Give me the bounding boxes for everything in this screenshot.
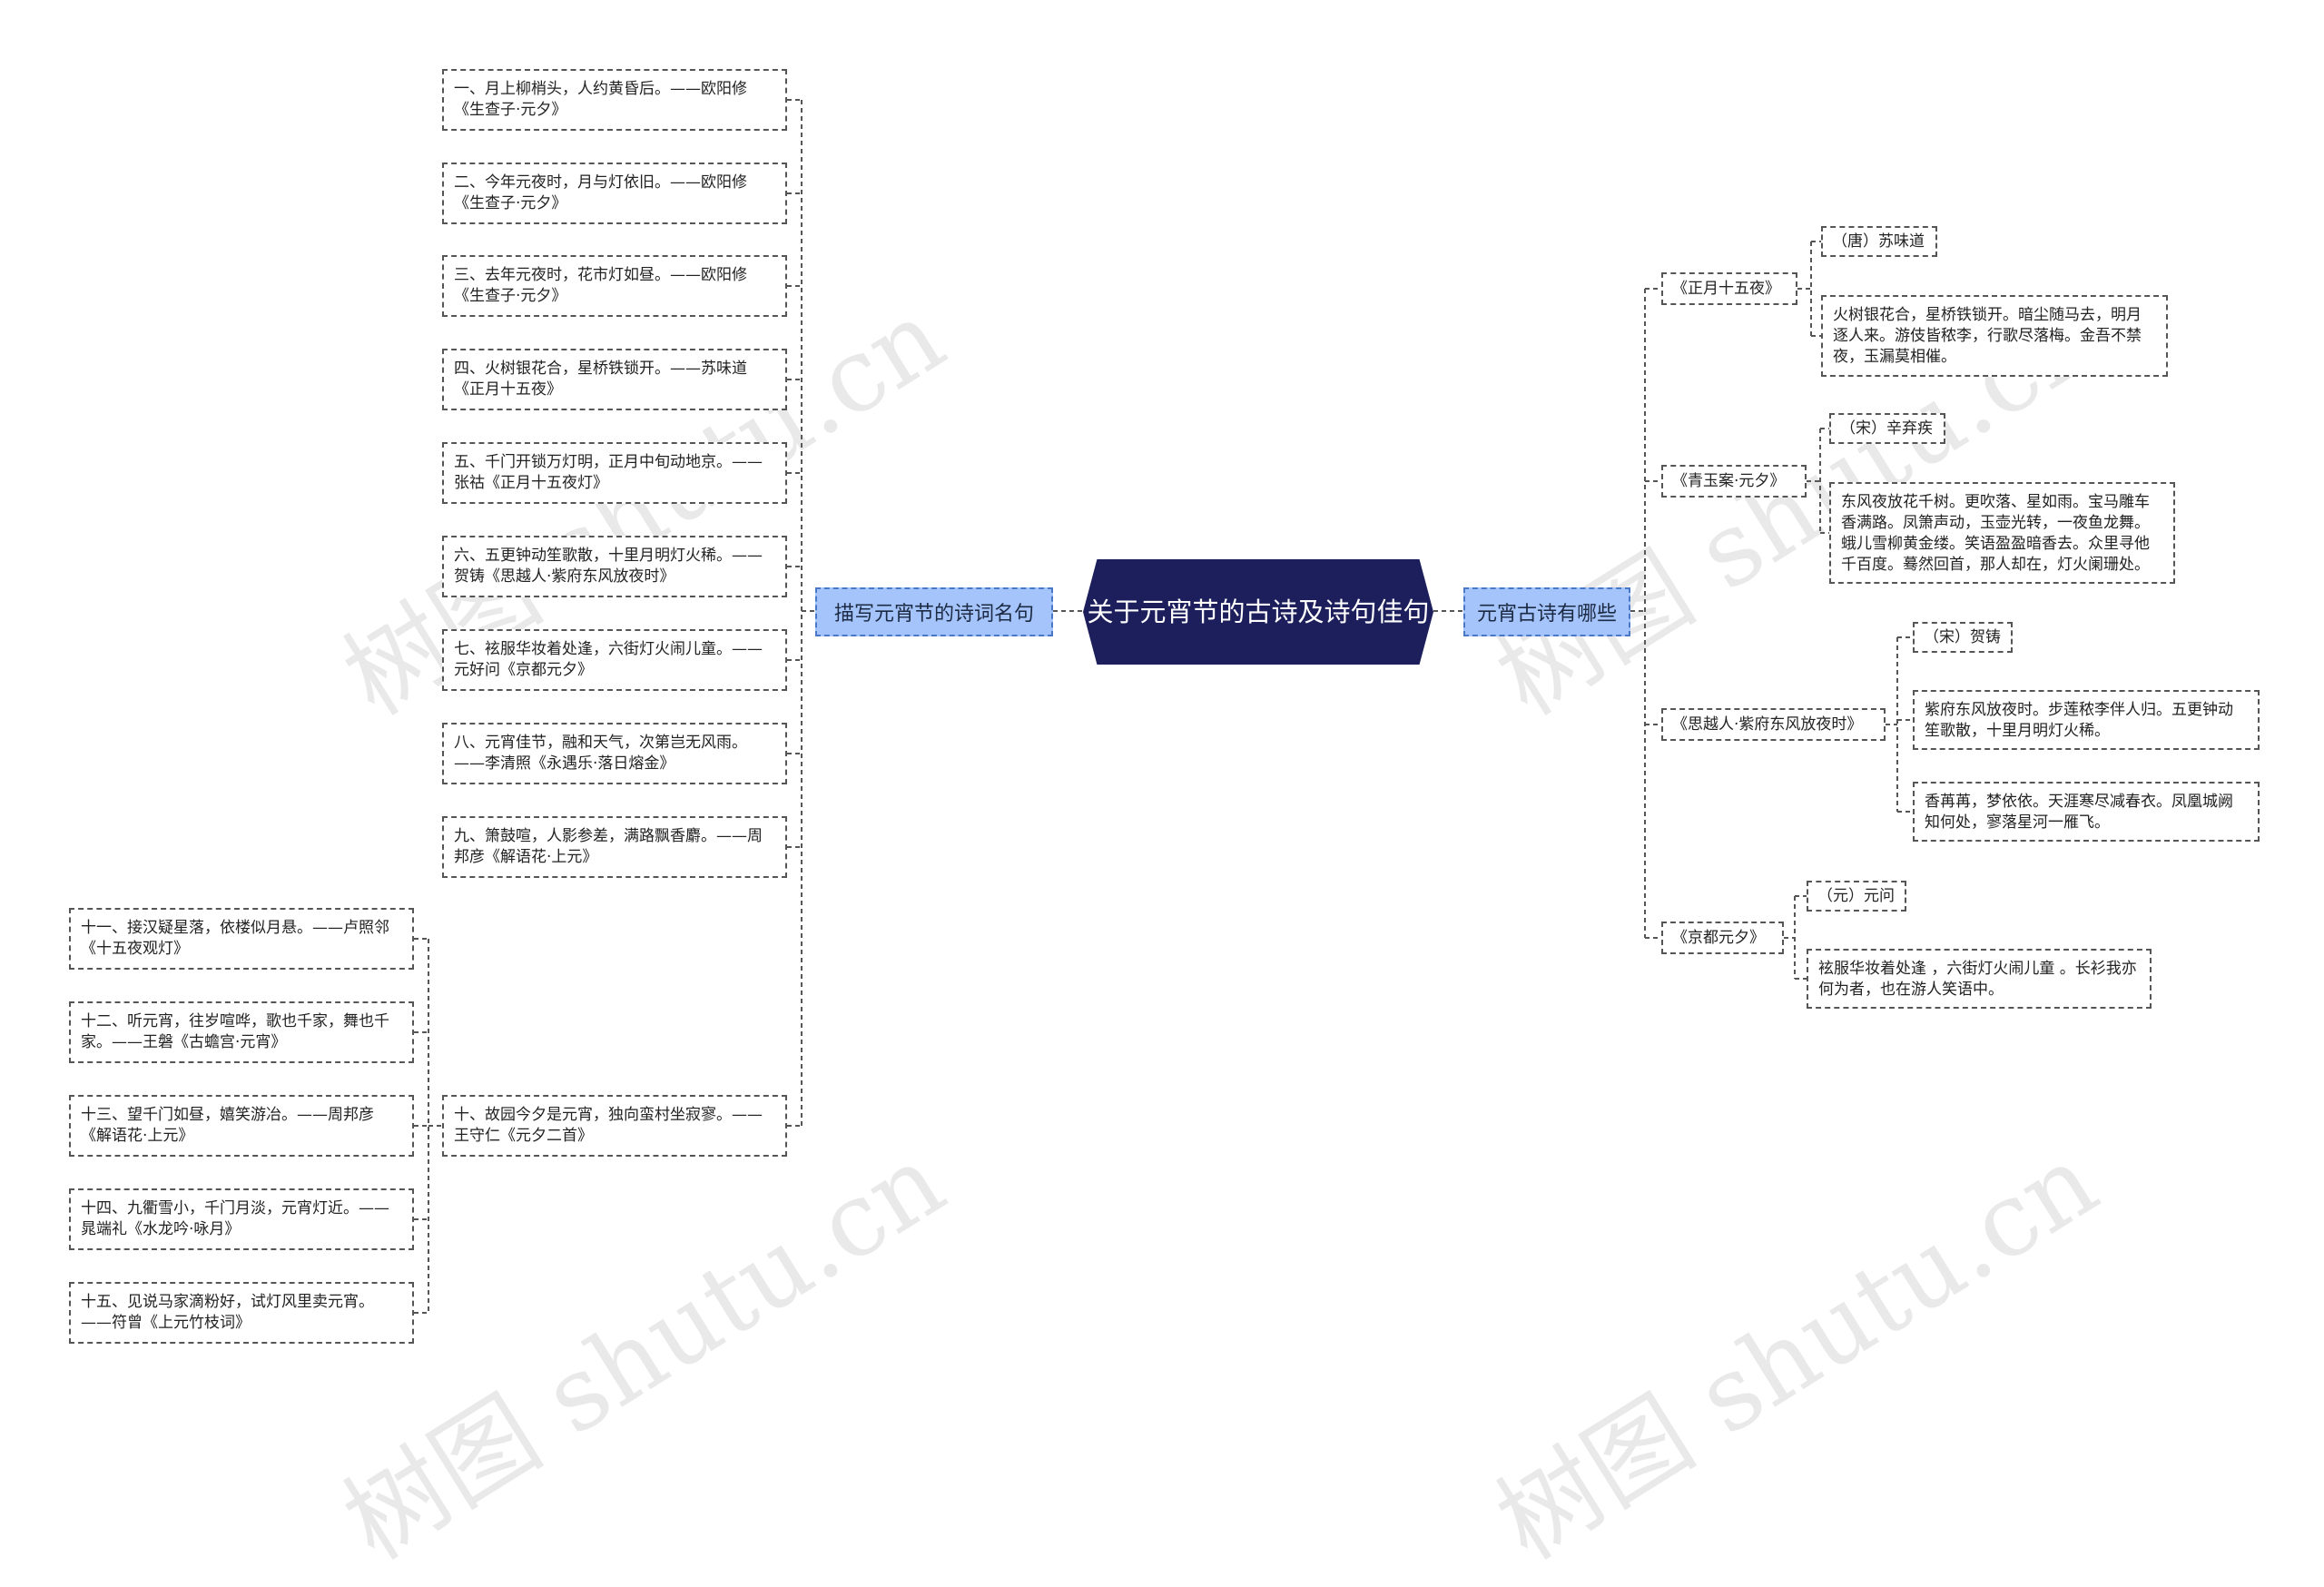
sub-quote-node[interactable]: 十一、接汉疑星落，依楼似月悬。——卢照邻《十五夜观灯》 — [69, 908, 414, 970]
quote-text: 十一、接汉疑星落，依楼似月悬。——卢照邻《十五夜观灯》 — [81, 919, 389, 958]
poem-lines: 东风夜放花千树。更吹落、星如雨。宝马雕车香满路。凤箫声动，玉壶光转，一夜鱼龙舞。… — [1841, 493, 2150, 574]
quote-text: 五、千门开锁万灯明，正月中旬动地京。——张祜《正月十五夜灯》 — [454, 453, 763, 492]
quote-node[interactable]: 一、月上柳梢头，人约黄昏后。——欧阳修《生查子·元夕》 — [442, 69, 787, 131]
quote-text: 七、袨服华妆着处逢，六街灯火闹儿童。——元好问《京都元夕》 — [454, 640, 763, 679]
quote-text: 十四、九衢雪小，千门月淡，元宵灯近。——晁端礼《水龙吟·咏月》 — [81, 1199, 389, 1238]
quote-node[interactable]: 十、故园今夕是元宵，独向蛮村坐寂寥。——王守仁《元夕二首》 — [442, 1095, 787, 1157]
branch-label: 描写元宵节的诗词名句 — [833, 603, 1034, 626]
branch-poetry-quotes[interactable]: 描写元宵节的诗词名句 — [815, 587, 1053, 636]
poem-author-text: （唐）苏味道 — [1832, 232, 1925, 251]
quote-text: 八、元宵佳节，融和天气，次第岂无风雨。——李清照《永遇乐·落日熔金》 — [454, 734, 747, 773]
quote-text: 十、故园今夕是元宵，独向蛮村坐寂寥。——王守仁《元夕二首》 — [454, 1106, 763, 1145]
branch-poems-list[interactable]: 元宵古诗有哪些 — [1463, 587, 1630, 636]
poem-lines: 紫府东风放夜时。步莲秾李伴人归。五更钟动笙歌散，十里月明灯火稀。 — [1925, 701, 2233, 740]
poem-title-text: 《青玉案·元夕》 — [1672, 471, 1786, 490]
poem-title[interactable]: 《京都元夕》 — [1661, 922, 1784, 954]
poem-author-text: （宋）辛弃疾 — [1840, 419, 1933, 438]
poem-title-text: 《思越人·紫府东风放夜时》 — [1672, 715, 1863, 734]
quote-node[interactable]: 五、千门开锁万灯明，正月中旬动地京。——张祜《正月十五夜灯》 — [442, 442, 787, 504]
poem-author-text: （元）元问 — [1817, 886, 1895, 905]
poem-title[interactable]: 《青玉案·元夕》 — [1661, 465, 1807, 498]
poem-title[interactable]: 《思越人·紫府东风放夜时》 — [1661, 708, 1886, 741]
branch-label: 元宵古诗有哪些 — [1476, 603, 1617, 626]
poem-text[interactable]: 袨服华妆着处逢 ，六街灯火闹儿童 。长衫我亦何为者，也在游人笑语中。 — [1807, 949, 2152, 1009]
sub-quote-node[interactable]: 十二、听元宵，往岁喧哗，歌也千家，舞也千家。——王磐《古蟾宫·元宵》 — [69, 1001, 414, 1063]
quote-text: 九、箫鼓喧，人影参差，满路飘香麝。——周邦彦《解语花·上元》 — [454, 827, 763, 866]
quote-node[interactable]: 六、五更钟动笙歌散，十里月明灯火稀。——贺铸《思越人·紫府东风放夜时》 — [442, 536, 787, 597]
sub-quote-node[interactable]: 十三、望千门如昼，嬉笑游冶。——周邦彦《解语花·上元》 — [69, 1095, 414, 1157]
poem-title-text: 《正月十五夜》 — [1672, 279, 1780, 298]
poem-text[interactable]: 香苒苒，梦依依。天涯寒尽减春衣。凤凰城阙知何处，寥落星河一雁飞。 — [1913, 782, 2260, 842]
quote-node[interactable]: 七、袨服华妆着处逢，六街灯火闹儿童。——元好问《京都元夕》 — [442, 629, 787, 691]
quote-text: 二、今年元夜时，月与灯依旧。——欧阳修《生查子·元夕》 — [454, 173, 747, 212]
sub-quote-node[interactable]: 十四、九衢雪小，千门月淡，元宵灯近。——晁端礼《水龙吟·咏月》 — [69, 1188, 414, 1250]
poem-author[interactable]: （元）元问 — [1807, 881, 1906, 912]
sub-quote-node[interactable]: 十五、见说马家滴粉好，试灯风里卖元宵。——符曾《上元竹枝词》 — [69, 1282, 414, 1344]
quote-node[interactable]: 二、今年元夜时，月与灯依旧。——欧阳修《生查子·元夕》 — [442, 163, 787, 224]
quote-node[interactable]: 九、箫鼓喧，人影参差，满路飘香麝。——周邦彦《解语花·上元》 — [442, 816, 787, 878]
quote-text: 四、火树银花合，星桥铁锁开。——苏味道《正月十五夜》 — [454, 360, 747, 399]
quote-text: 六、五更钟动笙歌散，十里月明灯火稀。——贺铸《思越人·紫府东风放夜时》 — [454, 547, 763, 586]
poem-lines: 香苒苒，梦依依。天涯寒尽减春衣。凤凰城阙知何处，寥落星河一雁飞。 — [1925, 793, 2233, 832]
poem-lines: 袨服华妆着处逢 ，六街灯火闹儿童 。长衫我亦何为者，也在游人笑语中。 — [1818, 960, 2137, 999]
poem-text[interactable]: 火树银花合，星桥铁锁开。暗尘随马去，明月逐人来。游伎皆秾李，行歌尽落梅。金吾不禁… — [1821, 295, 2168, 377]
quote-text: 十五、见说马家滴粉好，试灯风里卖元宵。——符曾《上元竹枝词》 — [81, 1293, 374, 1332]
central-topic-label: 关于元宵节的古诗及诗句佳句 — [1087, 596, 1430, 627]
poem-title-text: 《京都元夕》 — [1672, 928, 1765, 947]
poem-text[interactable]: 紫府东风放夜时。步莲秾李伴人归。五更钟动笙歌散，十里月明灯火稀。 — [1913, 690, 2260, 750]
quote-node[interactable]: 八、元宵佳节，融和天气，次第岂无风雨。——李清照《永遇乐·落日熔金》 — [442, 723, 787, 784]
connector-lines — [414, 99, 1913, 1314]
poem-lines: 火树银花合，星桥铁锁开。暗尘随马去，明月逐人来。游伎皆秾李，行歌尽落梅。金吾不禁… — [1833, 306, 2142, 366]
quote-node[interactable]: 三、去年元夜时，花市灯如昼。——欧阳修《生查子·元夕》 — [442, 255, 787, 317]
poem-author-text: （宋）贺铸 — [1924, 627, 2001, 646]
poem-author[interactable]: （唐）苏味道 — [1821, 226, 1937, 257]
quote-text: 一、月上柳梢头，人约黄昏后。——欧阳修《生查子·元夕》 — [454, 80, 747, 119]
poem-title[interactable]: 《正月十五夜》 — [1661, 272, 1797, 305]
quote-node[interactable]: 四、火树银花合，星桥铁锁开。——苏味道《正月十五夜》 — [442, 349, 787, 410]
quote-text: 十三、望千门如昼，嬉笑游冶。——周邦彦《解语花·上元》 — [81, 1106, 374, 1145]
quote-text: 十二、听元宵，往岁喧哗，歌也千家，舞也千家。——王磐《古蟾宫·元宵》 — [81, 1012, 389, 1051]
central-topic[interactable]: 关于元宵节的古诗及诗句佳句 — [1083, 559, 1433, 665]
quote-text: 三、去年元夜时，花市灯如昼。——欧阳修《生查子·元夕》 — [454, 266, 747, 305]
poem-author[interactable]: （宋）辛弃疾 — [1829, 413, 1945, 444]
poem-author[interactable]: （宋）贺铸 — [1913, 622, 2013, 653]
poem-text[interactable]: 东风夜放花千树。更吹落、星如雨。宝马雕车香满路。凤箫声动，玉壶光转，一夜鱼龙舞。… — [1829, 482, 2175, 584]
